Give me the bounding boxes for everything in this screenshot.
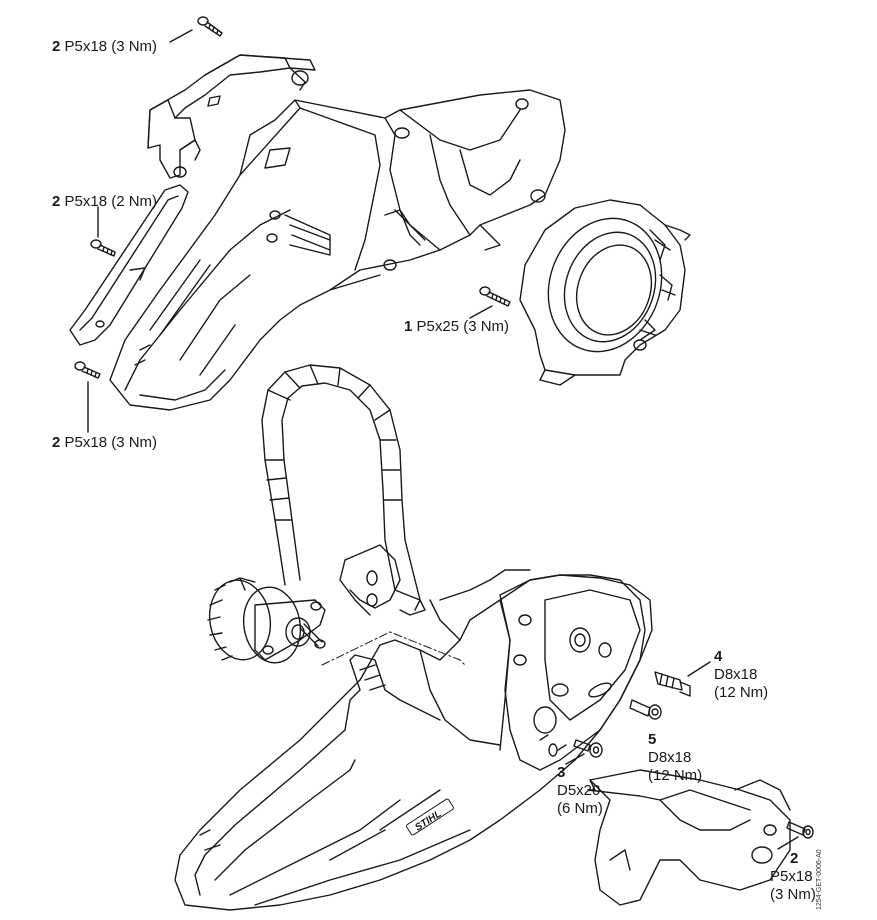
callout-qty: 3 xyxy=(557,764,566,781)
reference-code: 1254-GET-0006-A0 xyxy=(816,849,823,910)
callout-qty: 2 xyxy=(52,38,61,55)
callout-c1: 2 P5x18 (3 Nm) xyxy=(52,38,157,56)
callout-qty: 2 xyxy=(790,850,799,867)
callout-qty: 1 xyxy=(404,318,413,335)
front-handle xyxy=(262,365,425,615)
callout-torque: (12 Nm) xyxy=(714,684,769,701)
callout-torque: (3 Nm) xyxy=(770,886,816,903)
stud-bolt xyxy=(655,672,690,696)
callout-spec: P5x18 (3 Nm) xyxy=(64,38,158,55)
callout-spec: P5x18 (3 Nm) xyxy=(64,434,158,451)
callout-torque: (12 Nm) xyxy=(648,767,703,784)
leader-c4 xyxy=(470,306,492,318)
lower-housing-with-rear-handle xyxy=(175,570,645,910)
collar-screw xyxy=(630,700,661,719)
callout-c2: 2 P5x18 (2 Nm) xyxy=(52,193,157,211)
side-cover-strip xyxy=(70,185,188,345)
screw-chain-cover xyxy=(787,822,813,838)
callout-size: D8x18 xyxy=(714,666,758,683)
top-cover xyxy=(148,55,315,178)
callout-qty: 2 xyxy=(52,193,61,210)
stihl-logo xyxy=(406,798,454,835)
ring-cover xyxy=(520,200,690,385)
upper-housing-shell xyxy=(110,90,565,410)
callout-torque: (6 Nm) xyxy=(557,800,603,817)
screw-handle-housing xyxy=(574,740,602,757)
callout-spec: P5x18 (2 Nm) xyxy=(64,193,158,210)
sprocket-cover-plate xyxy=(500,575,652,770)
screw-top-cover xyxy=(198,17,222,36)
callout-qty: 4 xyxy=(714,648,723,665)
chain-sprocket-cover xyxy=(588,770,790,905)
callout-qty: 2 xyxy=(52,434,61,451)
screw-lower-left xyxy=(75,362,100,378)
leader-c1 xyxy=(170,30,192,42)
screw-side-cover xyxy=(91,240,115,256)
stihl-logo-text: STIHL xyxy=(413,809,443,834)
leader-c5 xyxy=(688,662,710,676)
callout-spec: P5x25 (3 Nm) xyxy=(416,318,510,335)
callout-size: D5x20 xyxy=(557,782,601,799)
callout-c7: 3 D5x20 (6 Nm) xyxy=(557,764,603,818)
callout-c4: 1 P5x25 (3 Nm) xyxy=(404,318,509,336)
callout-qty: 5 xyxy=(648,731,657,748)
callout-size: P5x18 xyxy=(770,868,813,885)
leader-c7 xyxy=(566,754,584,764)
leader-c8 xyxy=(778,837,798,849)
motor-fan-unit xyxy=(204,575,325,667)
alignment-line xyxy=(322,632,465,665)
callout-c5: 4 D8x18 (12 Nm) xyxy=(714,648,768,702)
callout-c3: 2 P5x18 (3 Nm) xyxy=(52,434,157,452)
screw-ring-cover xyxy=(480,287,510,306)
callout-size: D8x18 xyxy=(648,749,692,766)
callout-c8: 2 P5x18 (3 Nm) xyxy=(770,850,816,904)
callout-c6: 5 D8x18 (12 Nm) xyxy=(648,731,702,785)
